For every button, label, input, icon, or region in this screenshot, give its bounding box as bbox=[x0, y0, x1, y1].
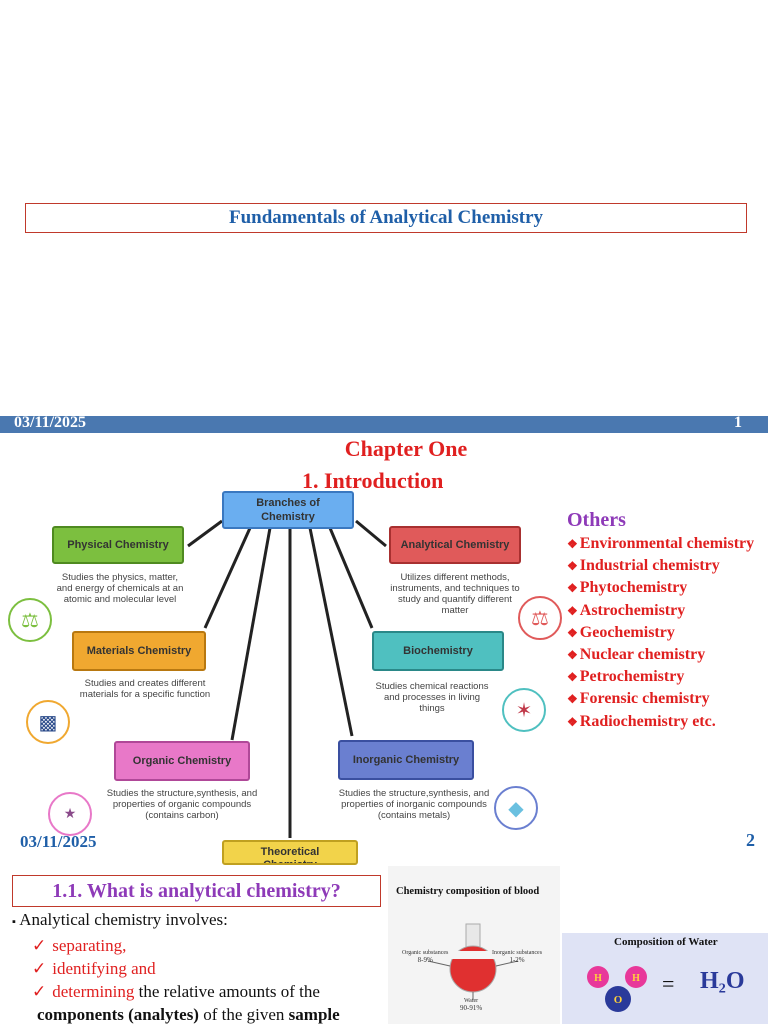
check-item: ✓identifying and bbox=[32, 959, 156, 978]
branches-diagram: Branches of Chemistry Physical Chemistry… bbox=[0, 488, 562, 865]
flask-icon bbox=[427, 923, 519, 1000]
list-item: Petrochemistry bbox=[567, 666, 754, 688]
branch-materials: Materials Chemistry bbox=[72, 631, 206, 671]
slide2-page-number: 2 bbox=[746, 830, 755, 850]
branch-biochemistry: Biochemistry bbox=[372, 631, 504, 671]
check-icon: ✓ bbox=[32, 982, 47, 1001]
list-item: Environmental chemistry bbox=[567, 533, 754, 555]
list-item: Radiochemistry etc. bbox=[567, 711, 754, 733]
water-figure-title: Composition of Water bbox=[614, 936, 718, 948]
check-icon: ✓ bbox=[32, 936, 47, 955]
diagram-connectors bbox=[187, 519, 387, 838]
chapter-heading: Chapter One bbox=[344, 436, 468, 461]
branch-analytical: Analytical Chemistry bbox=[389, 526, 521, 564]
equals-sign: = bbox=[662, 971, 675, 996]
desc-inorganic: Studies the structure,synthesis, and pro… bbox=[338, 788, 490, 821]
list-item: Astrochemistry bbox=[567, 600, 754, 622]
water-composition-figure: Composition of Water O H H = H₂O bbox=[562, 933, 768, 1024]
desc-organic: Studies the structure,synthesis, and pro… bbox=[106, 788, 258, 821]
slide1-title: Fundamentals of Analytical Chemistry bbox=[25, 203, 747, 233]
desc-analytical: Utilizes different methods, instruments,… bbox=[390, 572, 520, 616]
desc-physical: Studies the physics, matter, and energy … bbox=[56, 572, 184, 605]
others-title: Others bbox=[567, 509, 626, 531]
dna-icon: ✶ bbox=[502, 688, 546, 732]
intro-heading: 1. Introduction bbox=[302, 468, 444, 493]
branch-organic: Organic Chemistry bbox=[114, 741, 250, 781]
microscope-icon: ⚖ bbox=[8, 598, 52, 642]
bullet-line: ▪ Analytical chemistry involves: bbox=[12, 910, 228, 929]
slide1-footer: 03/11/2025 1 bbox=[0, 414, 768, 433]
water-formula: H₂O bbox=[700, 968, 745, 994]
solar-panel-icon: ▩ bbox=[26, 700, 70, 744]
svg-text:O: O bbox=[614, 994, 623, 1006]
blood-figure-title: Chemistry composition of blood bbox=[396, 886, 540, 897]
list-item: Phytochemistry bbox=[567, 577, 754, 599]
branch-theoretical: Theoretical Chemistry bbox=[222, 840, 358, 865]
blood-composition-figure: Chemistry composition of blood Organic s… bbox=[388, 866, 560, 1024]
check-item: ✓determining the relative amounts of the bbox=[32, 982, 320, 1001]
slide2-headings: Chapter One 1. Introduction bbox=[296, 436, 516, 494]
list-item: Geochemistry bbox=[567, 622, 754, 644]
others-list: Environmental chemistry Industrial chemi… bbox=[567, 533, 754, 733]
desc-materials: Studies and creates different materials … bbox=[79, 678, 211, 700]
definition-line: components (analytes) of the given sampl… bbox=[37, 1005, 340, 1024]
slide3-body: ▪ Analytical chemistry involves: ✓separa… bbox=[12, 908, 392, 1026]
list-item: Industrial chemistry bbox=[567, 555, 754, 577]
center-node: Branches of Chemistry bbox=[222, 491, 354, 529]
list-item: Forensic chemistry bbox=[567, 688, 754, 710]
scale-icon: ⚖ bbox=[518, 596, 562, 640]
slide2-footer-date: 03/11/2025 bbox=[20, 832, 97, 851]
slide3-title: 1.1. What is analytical chemistry? bbox=[12, 875, 381, 907]
footer-page-number: 1 bbox=[734, 414, 742, 431]
footer-date: 03/11/2025 bbox=[14, 414, 87, 431]
check-icon: ✓ bbox=[32, 959, 47, 978]
svg-text:H: H bbox=[594, 973, 602, 984]
branch-physical: Physical Chemistry bbox=[52, 526, 184, 564]
desc-biochemistry: Studies chemical reactions and processes… bbox=[375, 681, 489, 714]
water-molecule-icon: O H H bbox=[587, 966, 647, 1012]
svg-text:H: H bbox=[632, 973, 640, 984]
branch-inorganic: Inorganic Chemistry bbox=[338, 740, 474, 780]
diamond-icon: ◆ bbox=[494, 786, 538, 830]
list-item: Nuclear chemistry bbox=[567, 644, 754, 666]
check-item: ✓separating, bbox=[32, 936, 127, 955]
molecule-icon: ★ bbox=[48, 792, 92, 836]
